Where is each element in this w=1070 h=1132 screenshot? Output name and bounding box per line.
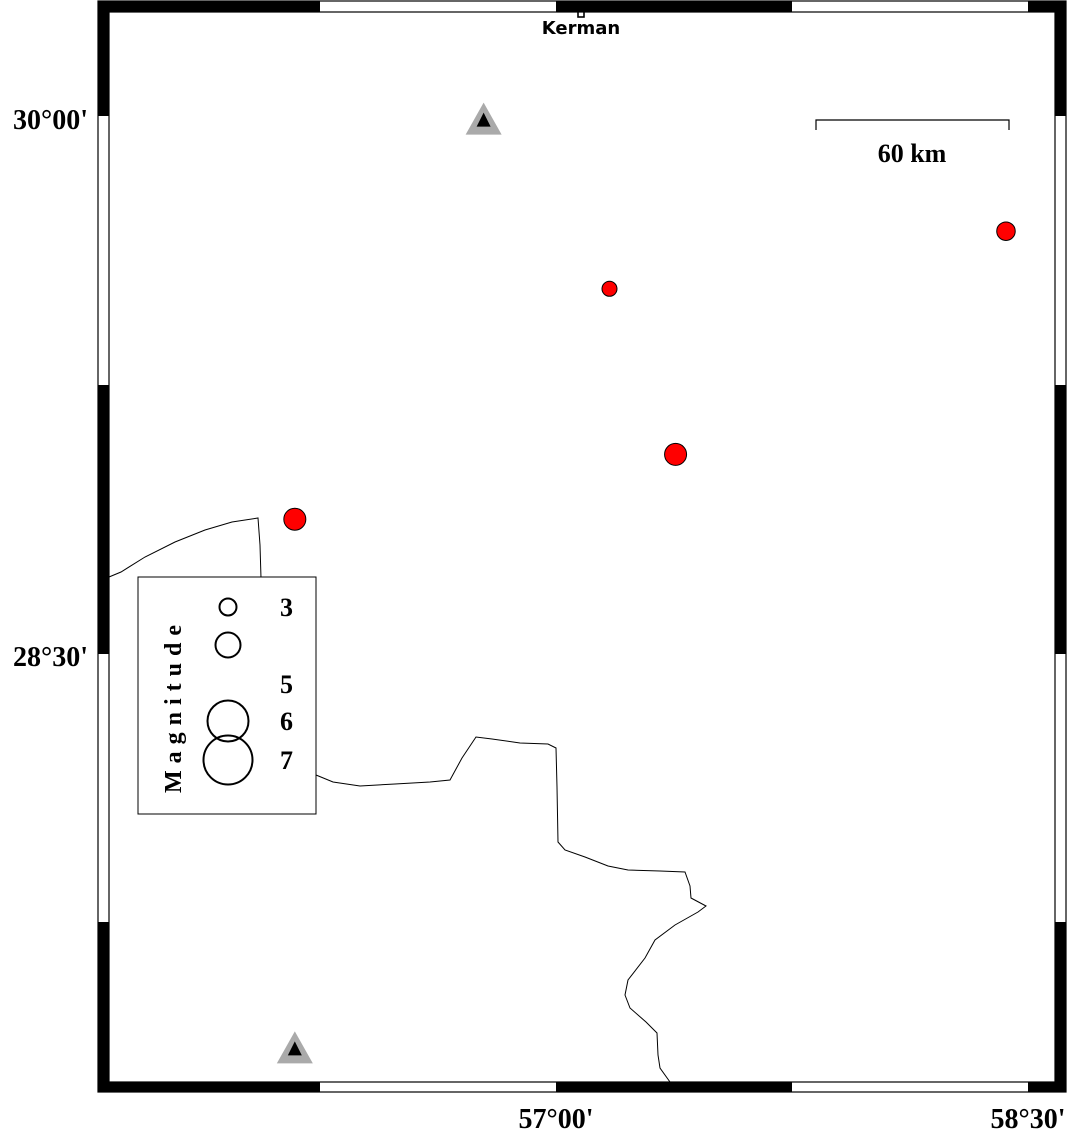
legend-symbol-m4 <box>214 631 242 659</box>
longitude-labels: 57°00' 58°30' <box>519 1104 1066 1132</box>
lon-label-57-00: 57°00' <box>519 1104 594 1132</box>
map-area <box>109 12 1055 1082</box>
province-boundary-west <box>108 517 262 579</box>
province-boundary-south <box>315 736 707 1083</box>
earthquake-epicenter <box>601 280 618 297</box>
earthquake-epicenter <box>283 507 307 531</box>
map-frame <box>97 0 1067 1093</box>
frame-tick-bar <box>1055 922 1066 1082</box>
legend-symbol-m7 <box>202 734 254 786</box>
frame-tick-bar <box>1055 385 1066 654</box>
legend-box <box>137 576 317 815</box>
scale-bar-label: 60 km <box>878 139 947 168</box>
legend-label-m7: 7 <box>280 746 293 775</box>
frame-tick-bar <box>556 1082 792 1092</box>
frame-tick-bar <box>1028 1082 1055 1092</box>
frame-tick-bar <box>98 922 109 1082</box>
earthquake-epicenter <box>996 221 1016 241</box>
earthquake-epicenter <box>664 442 688 466</box>
scale-bar: 60 km <box>815 119 1010 168</box>
earthquake-layer <box>283 221 1016 531</box>
lat-label-28-30: 28°30' <box>13 642 88 673</box>
station-layer <box>276 102 502 1064</box>
frame-tick-bar <box>98 1 109 12</box>
legend-label-m6: 6 <box>280 707 293 736</box>
seismic-station-icon <box>465 102 502 135</box>
frame-tick-bar <box>98 1082 109 1092</box>
legend-symbol-m3 <box>218 597 238 617</box>
legend-title: Magnitude <box>161 618 187 793</box>
frame-tick-bar <box>109 1082 320 1092</box>
magnitude-legend: Magnitude 3 5 6 7 <box>137 576 317 815</box>
frame-tick-bar <box>98 12 109 116</box>
frame-tick-bar <box>1055 1 1066 12</box>
lat-label-30-00: 30°00' <box>13 105 88 136</box>
legend-symbol-m6 <box>206 699 250 743</box>
frame-tick-bar <box>109 1 320 12</box>
frame-tick-bar <box>1028 1 1055 12</box>
frame-tick-bar <box>1055 12 1066 116</box>
frame-tick-bar <box>1055 1082 1066 1092</box>
frame-tick-bar <box>98 385 109 654</box>
latitude-labels: 30°00' 28°30' <box>13 105 88 673</box>
seismic-station-icon <box>276 1031 313 1064</box>
scale-bar-line <box>815 119 1010 130</box>
legend-label-m5: 5 <box>280 670 293 699</box>
city-label: Kerman <box>542 18 620 39</box>
legend-label-m3: 3 <box>280 593 293 622</box>
frame-tick-bar <box>556 1 792 12</box>
lon-label-58-30: 58°30' <box>991 1104 1066 1132</box>
